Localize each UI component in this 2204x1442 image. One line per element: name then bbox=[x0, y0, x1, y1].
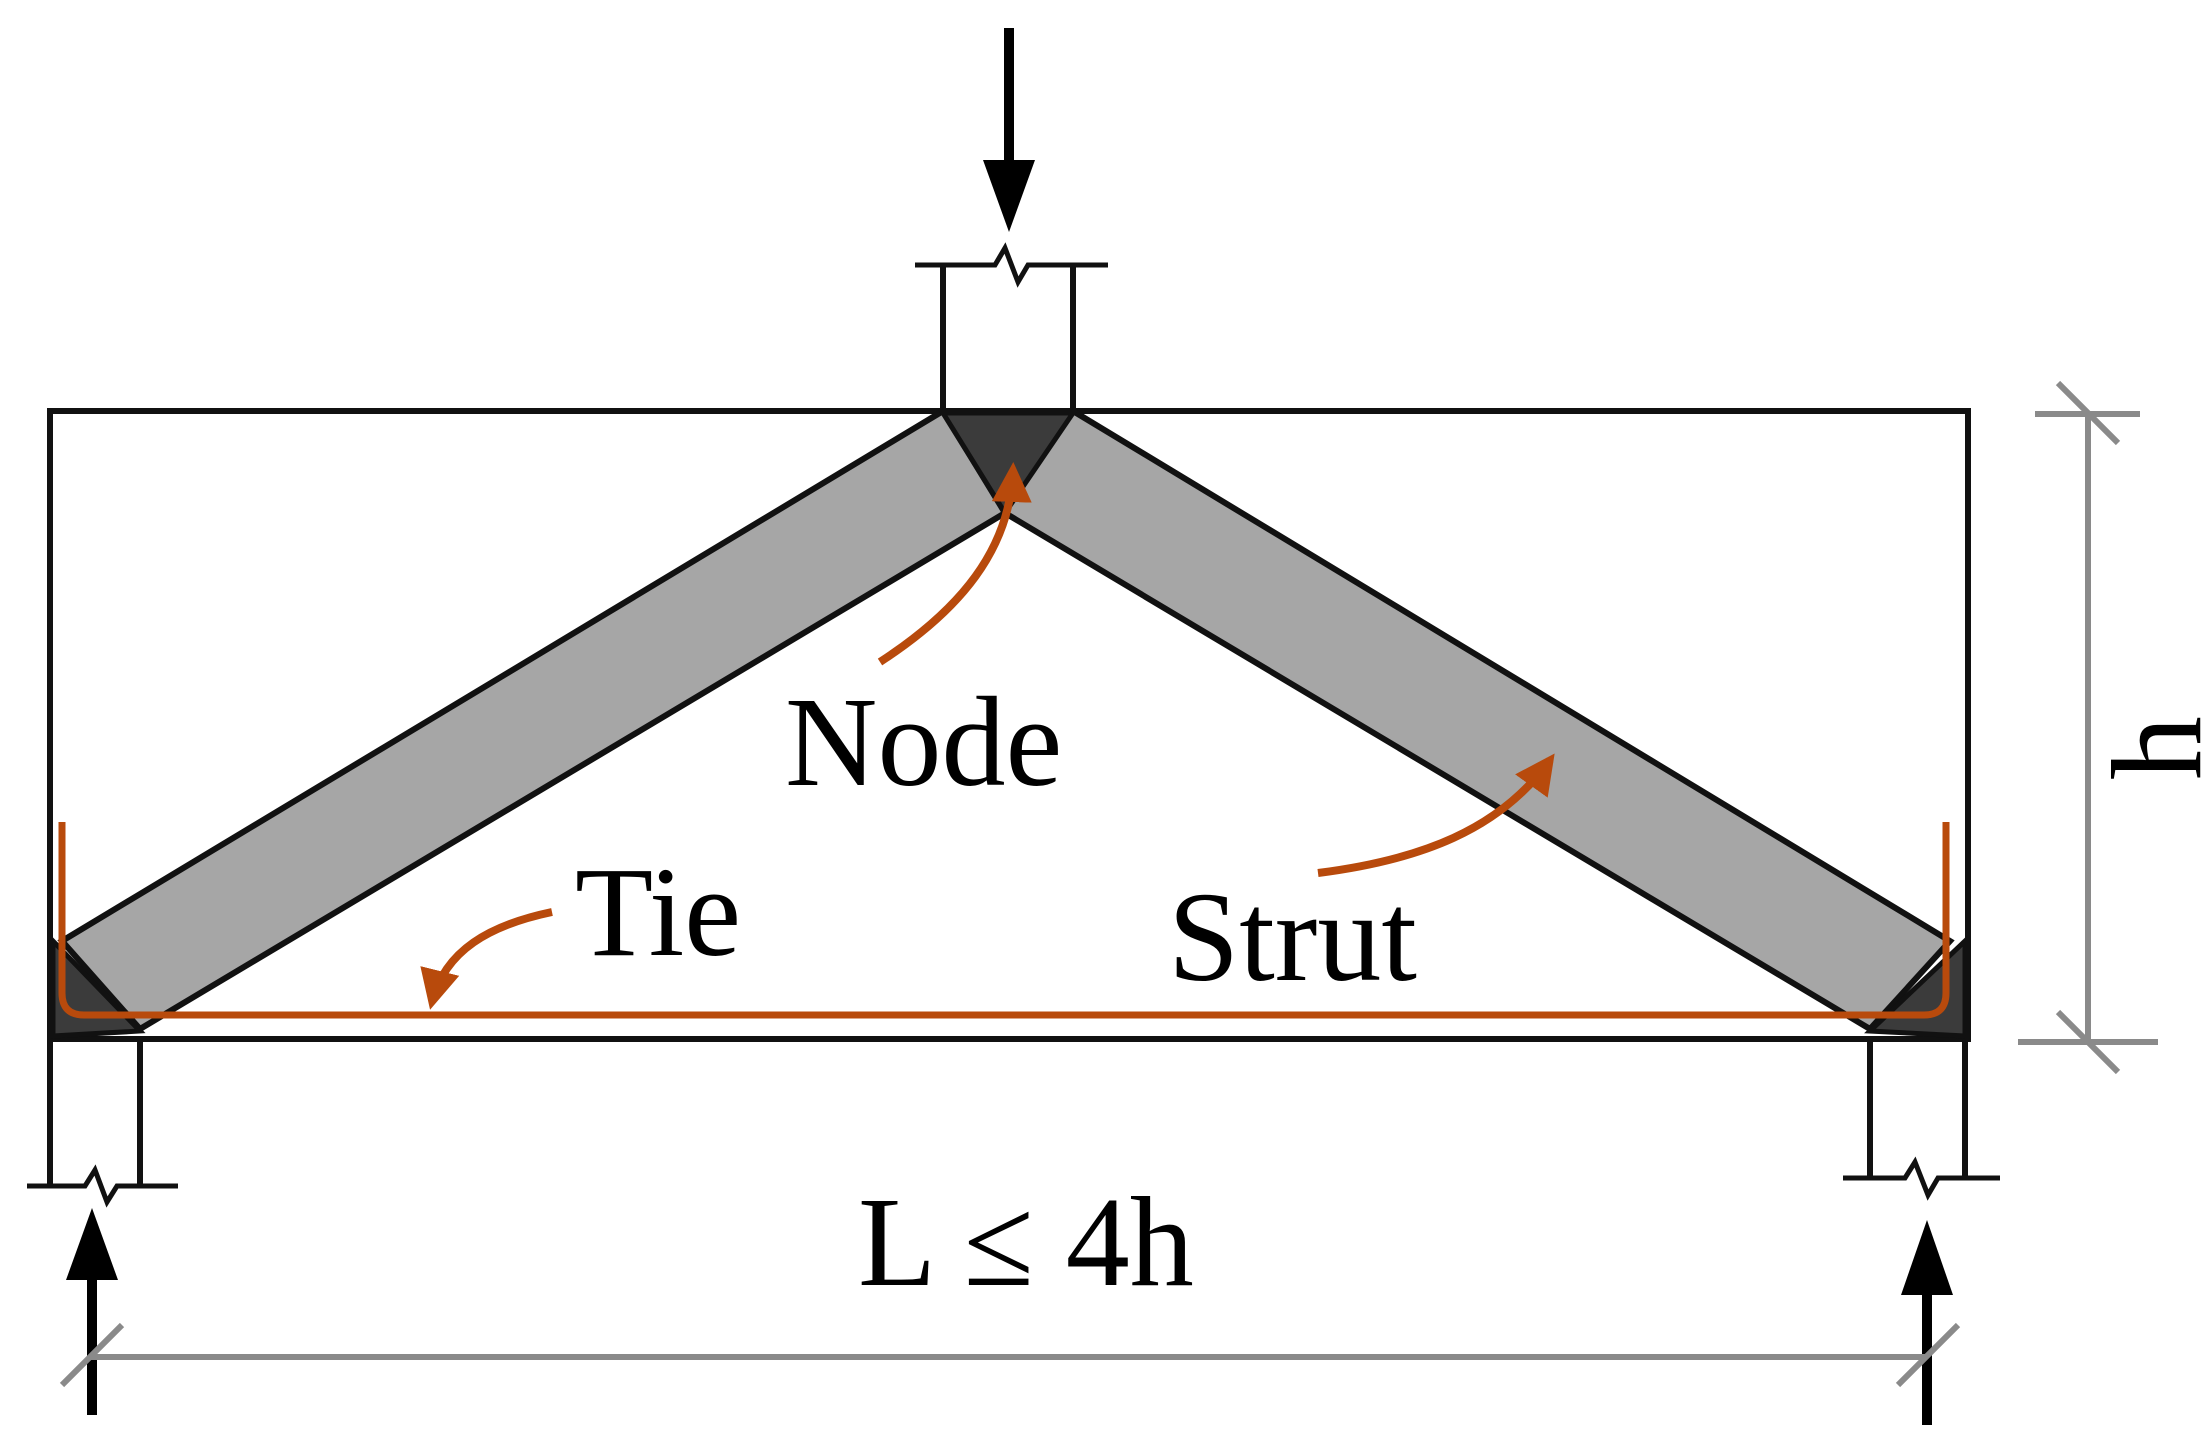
left-support bbox=[27, 1039, 178, 1208]
node-pointer-arrow bbox=[877, 462, 1032, 666]
height-label: h bbox=[2086, 716, 2204, 780]
tie-reinforcement bbox=[58, 822, 1950, 1019]
tie-label: Tie bbox=[575, 841, 741, 983]
right-support bbox=[1843, 1039, 2000, 1201]
applied-load-arrow bbox=[983, 28, 1035, 232]
left-reaction-arrow bbox=[66, 1208, 118, 1415]
span-label: L ≤ 4h bbox=[858, 1171, 1194, 1313]
strut-pointer-arrow bbox=[1317, 753, 1555, 877]
right-strut bbox=[937, 408, 1955, 1033]
span-dimension-line bbox=[59, 1322, 1961, 1388]
node-label: Node bbox=[785, 671, 1062, 813]
height-dimension-line bbox=[2018, 380, 2158, 1075]
tie-pointer-arrow bbox=[420, 908, 553, 1010]
right-reaction-arrow bbox=[1901, 1220, 1953, 1425]
load-column bbox=[915, 242, 1108, 411]
strut-label: Strut bbox=[1168, 866, 1417, 1008]
